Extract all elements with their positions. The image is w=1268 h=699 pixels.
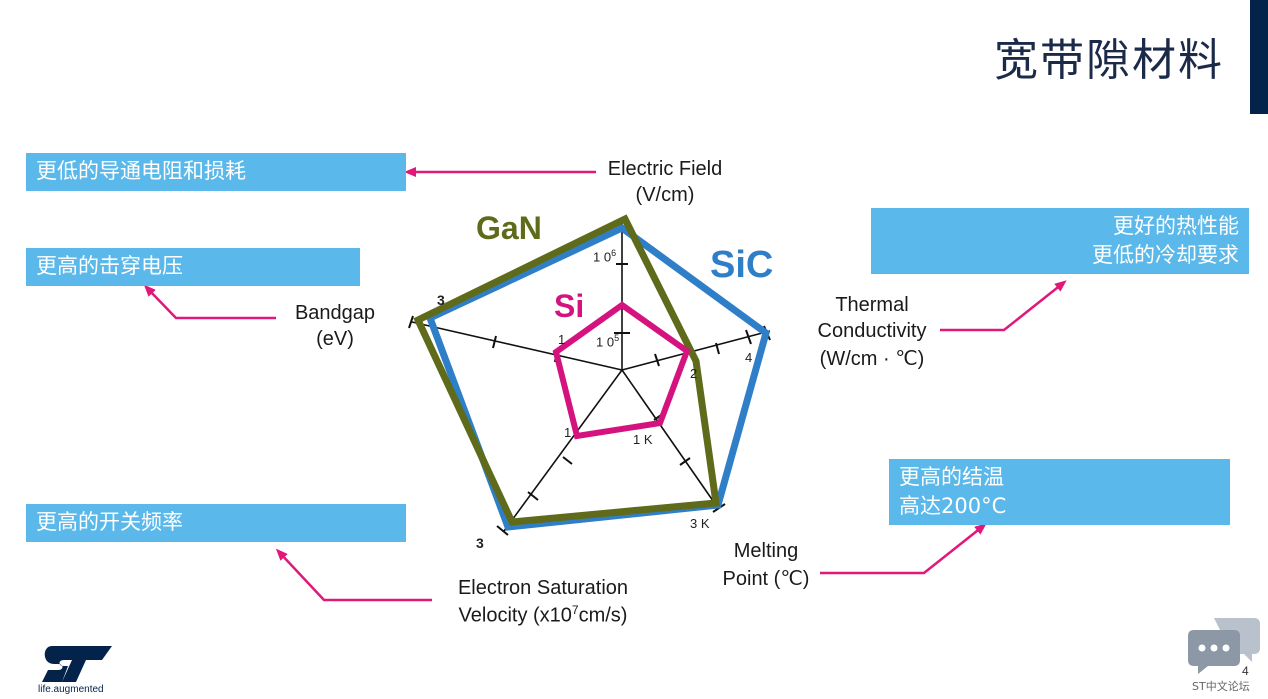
callout-thermal-line1: 更好的热性能 bbox=[1113, 214, 1239, 238]
axis-bandgap bbox=[411, 321, 623, 371]
title-accent-bar bbox=[1250, 0, 1268, 114]
axis-velocity bbox=[503, 369, 623, 532]
page-title: 宽带隙材料 bbox=[994, 35, 1224, 86]
st-logo bbox=[42, 646, 112, 682]
axis-melting bbox=[621, 369, 719, 509]
arrow-melting bbox=[820, 523, 987, 575]
callout-junction-temp: 更高的结温 高达200°C bbox=[889, 459, 1230, 525]
axis-label-bandgap: Bandgap (eV) bbox=[294, 302, 376, 350]
tick-mp-1k: 1 K bbox=[633, 432, 653, 447]
series-label-si: Si bbox=[554, 288, 585, 324]
tick-tc-4: 4 bbox=[745, 350, 753, 365]
axis-label-velocity: Electron Saturation Velocity (x107cm/s) bbox=[457, 577, 629, 627]
callout-junction-line1: 更高的结温 bbox=[899, 465, 1004, 489]
axis-label-thermal: Thermal Conductivity (W/cm · ℃) bbox=[817, 294, 927, 370]
callout-high-breakdown-text: 更高的击穿电压 bbox=[36, 254, 183, 278]
arrow-bandgap bbox=[143, 284, 276, 320]
arrow-thermal bbox=[940, 280, 1067, 332]
callout-thermal-performance: 更好的热性能 更低的冷却要求 bbox=[871, 208, 1249, 274]
forum-chat-icon bbox=[1188, 618, 1260, 674]
radar-axes bbox=[411, 222, 771, 532]
arrow-velocity bbox=[275, 548, 432, 602]
tick-bg-1: 1 bbox=[558, 332, 566, 347]
axis-label-electric-field: Electric Field (V/cm) bbox=[607, 158, 723, 206]
series-label-sic: SiC bbox=[710, 244, 774, 286]
callout-high-frequency: 更高的开关频率 bbox=[26, 504, 406, 542]
series-si bbox=[552, 301, 691, 440]
axis-thermal bbox=[621, 330, 771, 371]
callout-junction-line2: 高达200°C bbox=[899, 494, 1007, 518]
tick-ef-inner: 1 05 bbox=[596, 333, 620, 350]
tick-ef-outer: 1 06 bbox=[593, 248, 617, 265]
tick-bg-3: 3 bbox=[437, 292, 445, 308]
series-gan bbox=[413, 214, 720, 526]
callout-high-frequency-text: 更高的开关频率 bbox=[36, 510, 183, 534]
tick-vel-3: 3 bbox=[476, 535, 484, 551]
tagline: life.augmented bbox=[38, 684, 104, 695]
tick-mp-3k: 3 K bbox=[690, 516, 710, 531]
series-label-gan: GaN bbox=[476, 210, 542, 246]
callout-thermal-line2: 更低的冷却要求 bbox=[1092, 243, 1239, 267]
forum-watermark: ST中文论坛 bbox=[1192, 680, 1250, 693]
callout-high-breakdown: 更高的击穿电压 bbox=[26, 248, 360, 286]
page-number: 4 bbox=[1242, 664, 1249, 678]
callout-low-resistance-text: 更低的导通电阻和损耗 bbox=[36, 159, 246, 183]
tick-vel-1: 1 bbox=[564, 425, 572, 440]
axis-label-melting: Melting Point (℃) bbox=[722, 540, 810, 590]
callout-low-resistance: 更低的导通电阻和损耗 bbox=[26, 153, 406, 191]
tick-tc-2: 2 bbox=[690, 366, 698, 381]
